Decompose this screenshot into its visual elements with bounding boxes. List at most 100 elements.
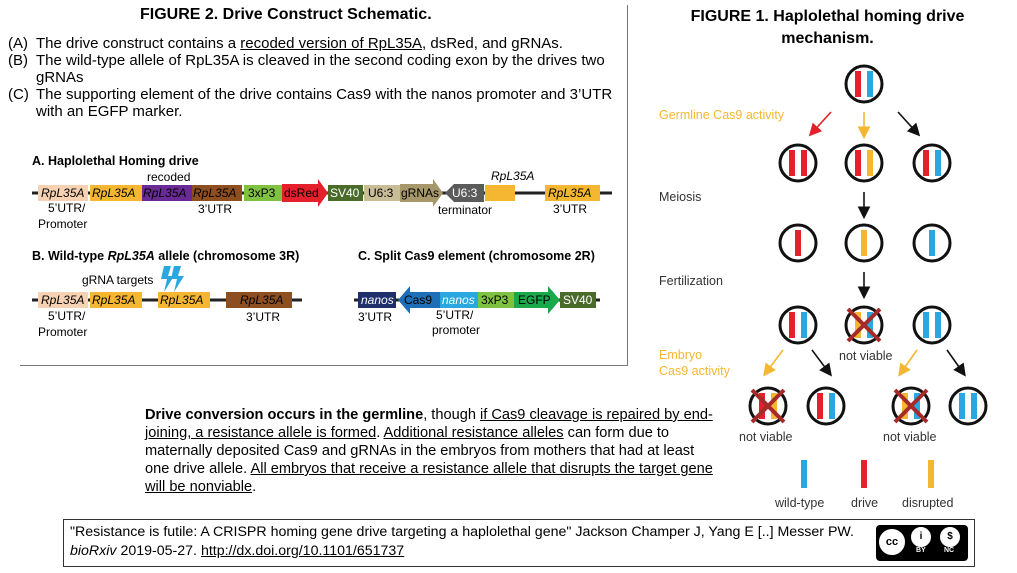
lightning-icon bbox=[171, 266, 184, 292]
rpl35a-3utr-block bbox=[226, 292, 292, 308]
arrow-yellow bbox=[763, 349, 784, 377]
arrow-red bbox=[808, 111, 832, 137]
germline-cell-drive-disrupted bbox=[844, 143, 884, 183]
recoded-label: recoded bbox=[147, 170, 190, 184]
block-label: RpL35A bbox=[548, 186, 591, 200]
arrow-black bbox=[946, 349, 966, 377]
block-label: nanos bbox=[361, 293, 394, 307]
block-label: RpL35A bbox=[240, 293, 283, 307]
rpl35a-5utr-block bbox=[38, 185, 88, 201]
sv40-block bbox=[328, 185, 363, 201]
embryo-cas9-label: Cas9 activity bbox=[659, 364, 731, 378]
rpl35a-3utr-block bbox=[192, 185, 242, 201]
legend-swatch-wildtype bbox=[801, 460, 807, 488]
block-label: nanos bbox=[442, 293, 475, 307]
noncommercial-icon: $ bbox=[940, 527, 960, 547]
block-label: RpL35A bbox=[92, 293, 135, 307]
zygote-drive-wildtype bbox=[778, 305, 818, 345]
block-label: RpL35A bbox=[92, 186, 135, 200]
utr3-label: 3’UTR bbox=[246, 310, 280, 324]
arrow-black bbox=[897, 111, 921, 137]
utr5-label: 5’UTR/ bbox=[48, 201, 86, 215]
utr5-label: 5’UTR/ bbox=[436, 308, 474, 322]
caption-item-a: (A) The drive construct contains a recod… bbox=[8, 35, 618, 52]
zygote-wildtype-wildtype bbox=[912, 305, 952, 345]
u63-block bbox=[364, 185, 400, 201]
egfp-arrow bbox=[514, 286, 560, 314]
legend-label: disrupted bbox=[902, 496, 953, 510]
legend-swatch-drive bbox=[861, 460, 867, 488]
legend-swatch-disrupted bbox=[928, 460, 934, 488]
germline-cell-drive-wildtype bbox=[912, 143, 952, 183]
arrow-black bbox=[811, 349, 832, 377]
item-letter: (C) bbox=[8, 86, 29, 103]
nanos-3utr-block bbox=[358, 292, 396, 308]
utr3-label: 3’UTR bbox=[198, 202, 232, 216]
panel-b-title: B. Wild-type RpL35A allele (chromosome 3… bbox=[32, 249, 299, 263]
germline-cell-drive-drive bbox=[778, 143, 818, 183]
item-text: The supporting element of the drive cont… bbox=[36, 86, 613, 120]
cas9-arrow bbox=[398, 286, 440, 314]
rpl35a-exon-block bbox=[90, 292, 142, 308]
germline-label: Germline Cas9 activity bbox=[659, 108, 785, 122]
utr5-label: 5’UTR/ bbox=[48, 309, 86, 323]
block-label: Cas9 bbox=[404, 293, 432, 307]
figure2-title: FIGURE 2. Drive Construct Schematic. bbox=[140, 6, 432, 23]
rpl35a-above-label: RpL35A bbox=[491, 169, 534, 183]
embryo-label: Embryo bbox=[659, 348, 702, 362]
doi-link[interactable]: http://dx.doi.org/10.1101/651737 bbox=[200, 543, 405, 559]
block-label: dsRed bbox=[284, 186, 319, 200]
grnas-arrow bbox=[400, 179, 443, 207]
rpl35a-3utr-block-2 bbox=[545, 185, 600, 201]
cross-icon bbox=[893, 388, 929, 424]
not-viable-label: not viable bbox=[883, 430, 937, 444]
panel-c-title: C. Split Cas9 element (chromosome 2R) bbox=[358, 249, 595, 263]
lightning-icon bbox=[161, 266, 174, 292]
block-label: 3xP3 bbox=[481, 293, 509, 307]
rpl35a-exon-block-2 bbox=[485, 185, 515, 201]
legend-label: wild-type bbox=[774, 496, 824, 510]
item-letter: (A) bbox=[8, 35, 28, 52]
citation-box: "Resistance is futile: A CRISPR homing g… bbox=[63, 519, 975, 567]
caption-item-b: (B) The wild-type allele of RpL35A is cl… bbox=[8, 52, 618, 86]
citation-text: "Resistance is futile: A CRISPR homing g… bbox=[70, 524, 854, 559]
attribution-icon: i bbox=[911, 527, 931, 547]
utr3-label-2: 3’UTR bbox=[553, 202, 587, 216]
block-label: RpL35A bbox=[193, 186, 236, 200]
homing-drive-diagram: Germline Cas9 activity Meiosis Fertiliza… bbox=[659, 64, 988, 510]
item-text: The wild-type allele of RpL35A is cleave… bbox=[36, 52, 605, 86]
item-letter: (B) bbox=[8, 52, 28, 69]
block-label: U6:3 bbox=[452, 186, 478, 200]
rpl35a-recoded-block bbox=[142, 185, 192, 201]
caption-item-c: (C) The supporting element of the drive … bbox=[8, 86, 618, 120]
nc-label: NC bbox=[944, 547, 955, 554]
figure1-title: FIGURE 1. Haplolethal homing drive mecha… bbox=[690, 8, 965, 47]
item-text: The drive construct contains a recoded v… bbox=[36, 35, 563, 52]
block-label: U6:3 bbox=[368, 186, 394, 200]
promoter-label: promoter bbox=[432, 323, 480, 337]
u63-terminator-arrow bbox=[445, 184, 484, 202]
not-viable-label: not viable bbox=[839, 349, 893, 363]
legend-label: drive bbox=[851, 496, 878, 510]
embryo-drive-disrupted bbox=[748, 386, 788, 426]
cc-icon: cc bbox=[879, 529, 905, 555]
block-label: 3xP3 bbox=[248, 186, 276, 200]
block-label: RpL35A bbox=[160, 293, 203, 307]
cross-icon bbox=[846, 307, 882, 343]
by-label: BY bbox=[916, 547, 926, 554]
3xp3-block bbox=[478, 292, 514, 308]
fertilization-label: Fertilization bbox=[659, 274, 723, 288]
zygote-disrupted-wildtype bbox=[844, 305, 884, 345]
block-label: RpL35A bbox=[41, 293, 84, 307]
3xp3-block bbox=[244, 185, 282, 201]
construct-schematic: A. Haplolethal Homing drive RpL35A RpL35… bbox=[32, 154, 612, 339]
cross-icon bbox=[750, 388, 786, 424]
arrow-yellow bbox=[898, 349, 918, 377]
block-label: SV40 bbox=[330, 186, 360, 200]
dsred-arrow bbox=[282, 179, 328, 207]
grna-targets-label: gRNA targets bbox=[82, 273, 153, 287]
figure2-caption: (A) The drive construct contains a recod… bbox=[8, 35, 618, 120]
gamete-wildtype bbox=[912, 223, 952, 263]
sv40-block bbox=[560, 292, 596, 308]
parent-cell bbox=[844, 64, 884, 104]
